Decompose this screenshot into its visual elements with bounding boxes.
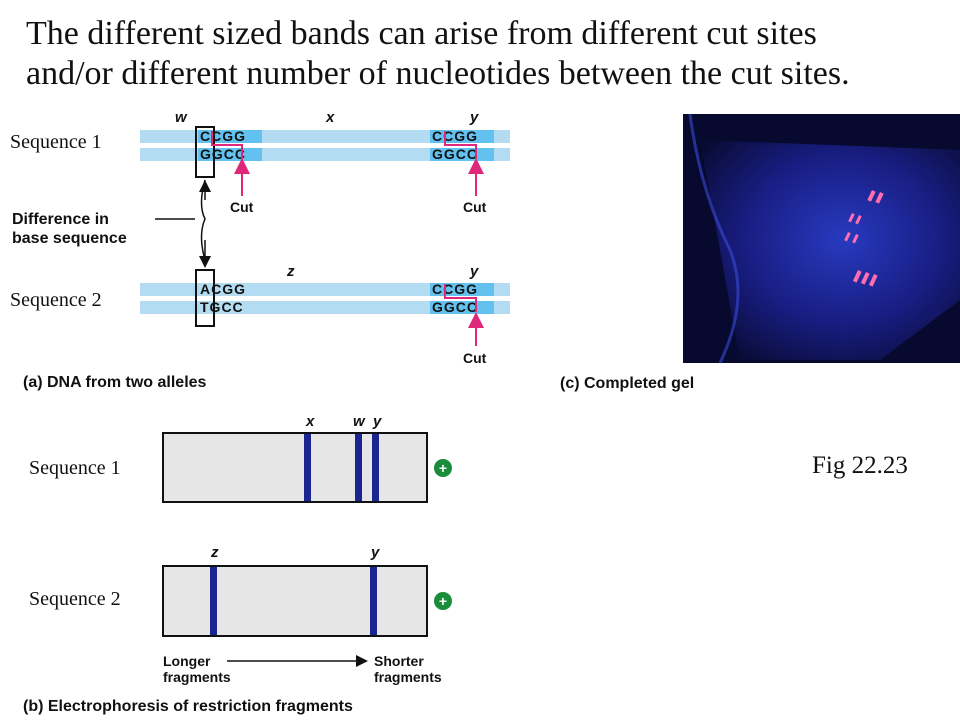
seq2-site-y-top-seq: CCGG — [432, 281, 478, 297]
gel-lane-seq1 — [162, 432, 428, 503]
seq1-site-y-bottom-box — [430, 148, 494, 161]
site-label-z: z — [286, 263, 295, 280]
seq2-site-w-top-seq: ACGG — [200, 281, 246, 297]
gel-hand-outline — [688, 113, 740, 364]
seq2-site-y-bottom-seq: GGCC — [432, 299, 478, 315]
gel-band-y-seq1 — [372, 434, 379, 501]
longer-fragments-line1: Longer — [163, 653, 211, 669]
gel-photo-bands — [844, 189, 884, 287]
seq2-gel-label: Sequence 2 — [29, 588, 121, 610]
positive-electrode-icon-seq1 — [434, 459, 452, 477]
seq1-dna-label: Sequence 1 — [10, 131, 102, 153]
gel-band-z — [210, 567, 217, 635]
band-label-w: w — [353, 413, 366, 430]
seq2-site-y-bottom-box — [430, 301, 494, 314]
figure-number: Fig 22.23 — [812, 452, 908, 479]
seq1-gel-label: Sequence 1 — [29, 457, 121, 479]
gel-photo: (c) Completed gel — [560, 113, 960, 392]
seq2-dna-label: Sequence 2 — [10, 289, 102, 311]
seq1-y-cut-label: Cut — [463, 199, 487, 215]
longer-fragments-line2: fragments — [163, 669, 231, 685]
plus-sign-seq1: + — [439, 460, 447, 476]
band-label-x: x — [305, 413, 315, 430]
gel-lane-seq2 — [162, 565, 428, 637]
site-label-y-seq2: y — [469, 263, 479, 280]
seq1-w-cut-label: Cut — [230, 199, 254, 215]
band-label-z: z — [210, 544, 219, 561]
seq2-top-strand — [140, 283, 510, 296]
shorter-fragments-line1: Shorter — [374, 653, 424, 669]
gel-slab — [700, 140, 960, 360]
seq1-site-w-top-seq: CCGG — [200, 128, 246, 144]
seq2-w-highlight-box — [195, 269, 215, 327]
site-label-y-seq1: y — [469, 109, 479, 126]
seq1-w-cut-path — [211, 131, 243, 159]
gel-band-w — [355, 434, 362, 501]
site-label-x: x — [325, 109, 335, 126]
seq1-y-cut-path — [444, 131, 477, 159]
gel-photo-caption: (c) Completed gel — [560, 375, 694, 392]
dna-panel: w x y CCGG GGCC Cut CCGG GGCC Cut Differ… — [12, 109, 510, 391]
plus-sign-seq2: + — [439, 593, 447, 609]
seq2-y-cut-label: Cut — [463, 350, 487, 366]
difference-label-line1: Difference in — [12, 211, 109, 228]
slide-title: The different sized bands can arise from… — [26, 14, 946, 94]
title-line-2: and/or different number of nucleotides b… — [26, 55, 850, 92]
seq2-y-cut-path — [444, 284, 477, 312]
band-label-y-seq1: y — [372, 413, 382, 430]
site-label-w: w — [175, 109, 188, 126]
seq1-w-highlight-box — [195, 126, 215, 178]
title-line-1: The different sized bands can arise from… — [26, 15, 817, 52]
gel-band-x — [304, 434, 311, 501]
gel-band-y-seq2 — [370, 567, 377, 635]
seq1-site-y-bottom-seq: GGCC — [432, 146, 478, 162]
electrophoresis-caption: (b) Electrophoresis of restriction fragm… — [23, 698, 353, 715]
band-label-y-seq2: y — [370, 544, 380, 561]
seq1-site-y-top-seq: CCGG — [432, 128, 478, 144]
positive-electrode-icon-seq2 — [434, 592, 452, 610]
difference-brace — [200, 179, 206, 261]
seq1-site-w-bottom-seq: GGCC — [200, 146, 246, 162]
electrophoresis-panel: x w y + z y + Longer fragments Shorter f… — [23, 413, 452, 715]
seq2-bottom-strand — [140, 301, 510, 314]
difference-label-line2: base sequence — [12, 230, 127, 247]
shorter-fragments-line2: fragments — [374, 669, 442, 685]
dna-panel-caption: (a) DNA from two alleles — [23, 374, 207, 391]
seq2-site-w-bottom-seq: TGCC — [200, 299, 244, 315]
